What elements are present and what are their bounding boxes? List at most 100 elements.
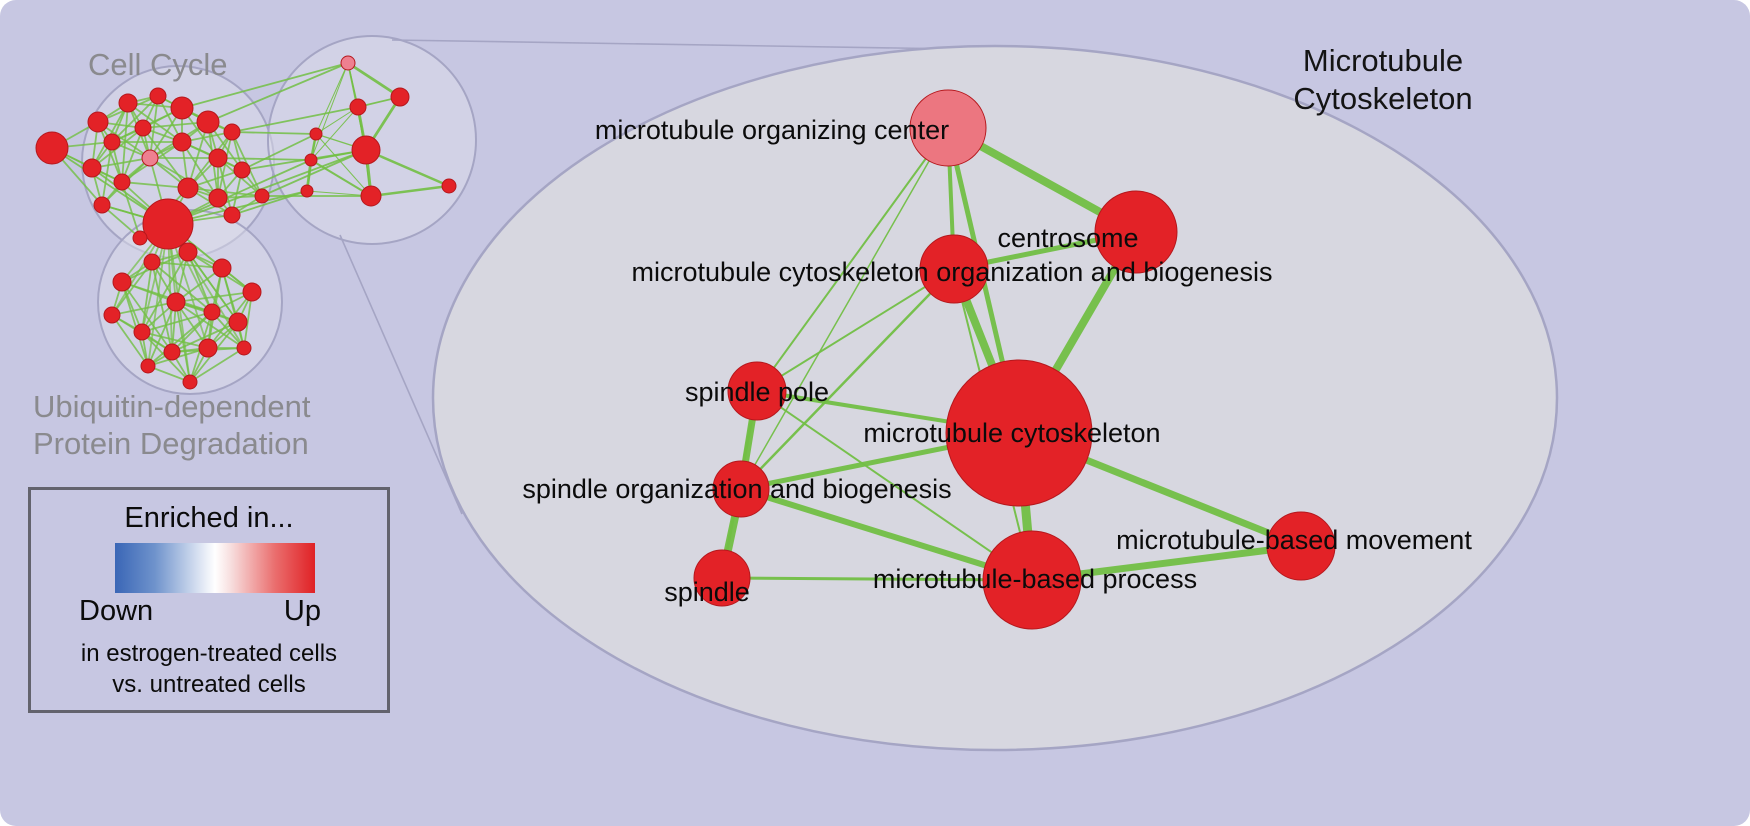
overview-node xyxy=(223,123,241,141)
overview-node xyxy=(178,242,198,262)
overview-node xyxy=(143,253,161,271)
overview-edge xyxy=(97,121,151,159)
node-moc xyxy=(909,89,987,167)
legend-gradient-bar xyxy=(115,543,315,593)
overview-edge xyxy=(141,261,153,333)
overview-node xyxy=(172,132,192,152)
overview-edge xyxy=(121,181,189,189)
zoom-cluster-title-line2: Cytoskeleton xyxy=(1293,81,1473,116)
overview-node xyxy=(134,119,152,137)
legend-caption-line2: vs. untreated cells xyxy=(112,671,306,698)
node-mbp xyxy=(982,530,1082,630)
overview-edge xyxy=(149,157,219,199)
node-label-mbm: microtubule-based movement xyxy=(1116,525,1472,555)
edge-moc-spindle_pole xyxy=(756,127,949,392)
overview-node xyxy=(141,149,159,167)
overview-node xyxy=(35,131,69,165)
overview-node xyxy=(140,358,156,374)
overview-edge xyxy=(101,141,113,206)
edge-mco-spindle_pole xyxy=(756,268,955,392)
overview-node-spindle_pole xyxy=(309,127,323,141)
edge-spindle-mbp xyxy=(720,576,1034,582)
overview-node xyxy=(103,306,121,324)
legend-up-label: Up xyxy=(283,595,321,627)
overview-edge xyxy=(175,301,245,349)
edge-moc-spindle_org xyxy=(740,127,949,490)
overview-node-spindle xyxy=(300,184,314,198)
overview-node-mbp xyxy=(360,185,382,207)
overview-edge xyxy=(231,106,359,133)
magnifier-connector-line xyxy=(339,234,463,515)
overview-edge xyxy=(346,61,402,99)
node-spindle xyxy=(693,549,751,607)
node-label-centrosome: centrosome xyxy=(997,223,1138,253)
legend-title: Enriched in... xyxy=(124,502,294,534)
cluster-label-ubiquitin-line1: Ubiquitin-dependent xyxy=(33,389,311,424)
overview-edge xyxy=(111,314,149,367)
overview-node xyxy=(132,230,148,246)
overview-node xyxy=(203,303,221,321)
overview-edge xyxy=(207,62,349,123)
legend: Enriched in... Down Up in estrogen-treat… xyxy=(28,487,390,713)
overview-edge xyxy=(181,62,349,109)
overview-node xyxy=(198,338,218,358)
overview-edge xyxy=(217,157,233,216)
node-mco xyxy=(919,234,989,304)
overview-edge xyxy=(231,190,308,216)
node-centrosome xyxy=(1094,190,1178,274)
overview-node xyxy=(118,93,138,113)
overview-node-mt_cyto xyxy=(351,135,381,165)
overview-node-mco xyxy=(349,98,367,116)
overview-node-mbm xyxy=(441,178,457,194)
overview-edge xyxy=(175,291,253,303)
overview-edge xyxy=(231,131,317,135)
overview-node xyxy=(242,282,262,302)
overview-node xyxy=(149,87,167,105)
overview-edge xyxy=(369,184,451,198)
zoom-cluster-title: Microtubule Cytoskeleton xyxy=(1293,42,1472,118)
cluster-label-cell-cycle: Cell Cycle xyxy=(88,47,228,82)
edge-spindle_org-mbp xyxy=(738,486,1035,583)
node-label-spindle: spindle xyxy=(664,577,750,607)
overview-node-centrosome xyxy=(390,87,410,107)
overview-node xyxy=(113,173,131,191)
edge-mco-spindle_org xyxy=(739,267,956,491)
overview-node-spindle_org xyxy=(304,153,318,167)
overview-edge xyxy=(241,149,367,171)
node-label-moc: microtubule organizing center xyxy=(595,115,949,145)
overview-node xyxy=(223,206,241,224)
cluster-label-ubiquitin: Ubiquitin-dependent Protein Degradation xyxy=(33,388,311,462)
overview-node xyxy=(112,272,132,292)
overview-node xyxy=(196,110,220,134)
overview-edge xyxy=(241,133,317,171)
overview-edge xyxy=(141,251,189,333)
overview-node xyxy=(103,133,121,151)
overview-node xyxy=(170,96,194,120)
node-spindle_pole xyxy=(727,361,787,421)
overview-node xyxy=(133,323,151,341)
overview-edge xyxy=(111,95,159,143)
node-label-mbp: microtubule-based process xyxy=(873,564,1197,594)
overview-edge xyxy=(121,127,144,183)
edge-spindle_pole-mbp xyxy=(756,390,1033,581)
overview-node xyxy=(208,148,228,168)
overview-edge xyxy=(189,347,245,383)
overview-node xyxy=(212,258,232,278)
overview-node xyxy=(233,161,251,179)
overview-edge xyxy=(121,281,173,353)
overview-cluster-ubiquitin xyxy=(97,209,283,395)
node-mt_cyto xyxy=(945,359,1093,507)
overview-node xyxy=(142,198,194,250)
overview-node xyxy=(208,188,228,208)
node-label-spindle_org: spindle organization and biogenesis xyxy=(522,474,951,504)
overview-node xyxy=(236,340,252,356)
overview-node xyxy=(177,177,199,199)
magnifier-connector-line xyxy=(391,39,961,50)
overview-node-moc xyxy=(340,55,356,71)
overview-edge xyxy=(217,157,312,161)
overview-edge xyxy=(261,149,367,197)
legend-down-label: Down xyxy=(79,595,154,627)
overview-node xyxy=(228,312,248,332)
overview-edge xyxy=(181,141,219,199)
overview-node xyxy=(87,111,109,133)
